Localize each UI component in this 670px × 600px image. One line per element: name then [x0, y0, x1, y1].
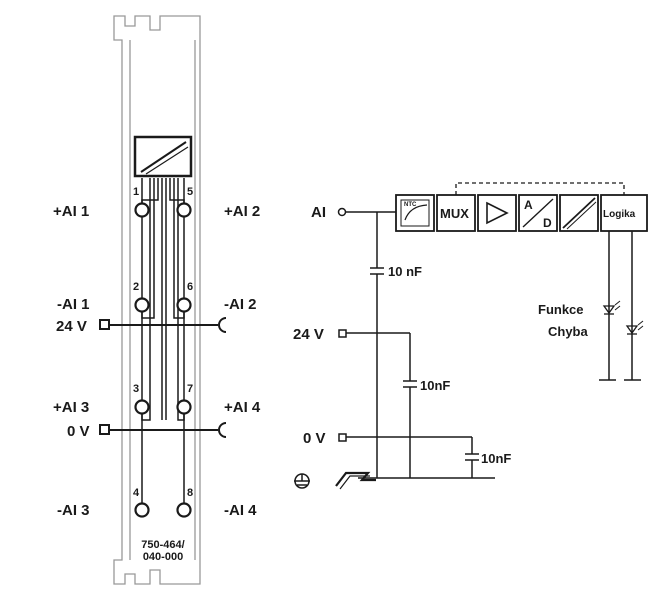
internal-conductors: [141, 178, 185, 510]
terminal-8: [176, 502, 192, 518]
label-minus-ai2: -AI 2: [224, 296, 257, 313]
cap1-label: 10 nF: [388, 264, 422, 279]
label-0v: 0 V: [67, 423, 90, 440]
terminal-7: [176, 399, 192, 415]
logic-label: Logika: [603, 209, 636, 220]
label-plus-ai1: +AI 1: [53, 203, 89, 220]
cap3-label: 10nF: [481, 451, 511, 466]
terminal-number: 5: [187, 186, 193, 198]
label-minus-ai3: -AI 3: [57, 502, 90, 519]
terminal-number: 3: [133, 383, 139, 395]
terminal-labels: +AI 1 +AI 2 -AI 1 -AI 2 24 V +AI 3 +AI 4…: [53, 203, 261, 519]
status-indicator-box: [133, 135, 193, 178]
label-plus-ai4: +AI 4: [224, 399, 261, 416]
mux-label: MUX: [440, 206, 469, 221]
adc-d-label: D: [543, 216, 552, 230]
signal-chain-details: [400, 182, 644, 381]
power-jumpers: [99, 317, 227, 438]
svg-text:750-464/: 750-464/: [141, 539, 184, 551]
svg-text:040-000: 040-000: [143, 551, 183, 563]
block-labels: NTC MUX A D Logika: [404, 198, 636, 230]
terminal-5: [176, 202, 192, 218]
label-24v: 24 V: [56, 318, 87, 335]
label-plus-ai3: +AI 3: [53, 399, 89, 416]
terminal-number: 1: [133, 186, 139, 198]
terminal-6: [176, 297, 192, 313]
terminal-3: [134, 399, 150, 415]
part-number: 750-464/ 040-000: [141, 539, 184, 563]
terminal-number: 4: [133, 487, 140, 499]
terminal-number: 2: [133, 281, 139, 293]
amplifier-block: [477, 194, 517, 232]
led-function-label: Funkce: [538, 302, 584, 317]
label-minus-ai4: -AI 4: [224, 502, 257, 519]
terminal-2: [134, 297, 150, 313]
terminal-4: [134, 502, 150, 518]
terminal-number: 7: [187, 383, 193, 395]
mux-block: [436, 194, 476, 232]
adc-a-label: A: [524, 198, 533, 212]
schematic-labels: AI 24 V 0 V 10 nF 10nF 10nF Funkce Chyba: [293, 204, 589, 466]
terminal-1: [134, 202, 150, 218]
terminal-contacts: [134, 202, 192, 518]
label-plus-ai2: +AI 2: [224, 203, 260, 220]
cap2-label: 10nF: [420, 378, 450, 393]
led-error-label: Chyba: [548, 324, 589, 339]
schematic: [294, 207, 495, 490]
terminal-number: 8: [187, 487, 193, 499]
schematic-24v-label: 24 V: [293, 326, 324, 343]
terminal-number: 6: [187, 281, 193, 293]
ntc-label: NTC: [404, 202, 417, 208]
schematic-0v-label: 0 V: [303, 430, 326, 447]
label-minus-ai1: -AI 1: [57, 296, 90, 313]
terminal-numbers: 1 5 2 6 3 7 4 8: [133, 186, 193, 499]
ai-input-label: AI: [311, 204, 326, 221]
ntc-block: [395, 194, 435, 232]
module-housing: [113, 15, 201, 585]
